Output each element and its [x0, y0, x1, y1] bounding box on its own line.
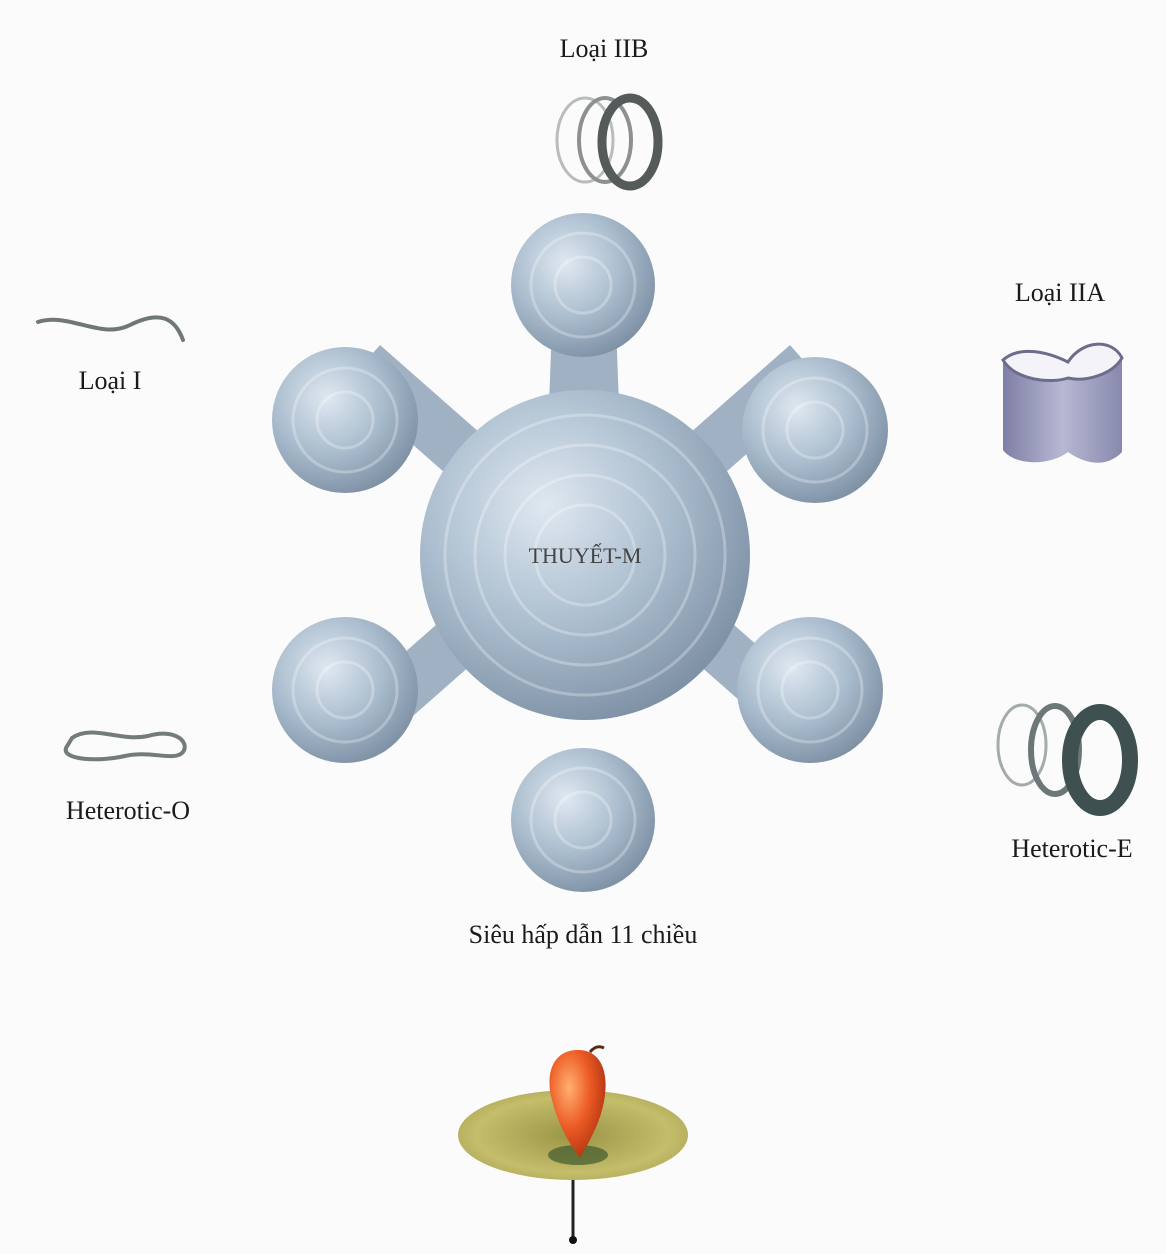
top-sphere — [511, 213, 655, 357]
label-type-i: Loại I — [79, 368, 142, 394]
label-heterotic-e: Heterotic-E — [1011, 836, 1132, 862]
heterotic-e-closed-strings — [998, 705, 1130, 808]
label-m-theory: THUYẾT-M — [529, 545, 642, 567]
type-iib-closed-strings — [557, 98, 658, 186]
label-heterotic-o: Heterotic-O — [66, 798, 190, 824]
heterotic-o-closed-string — [66, 733, 185, 760]
type-iia-membrane — [1003, 344, 1122, 463]
label-type-iib: Loại IIB — [560, 36, 649, 62]
label-type-iia: Loại IIA — [1015, 280, 1105, 306]
label-supergravity: Siêu hấp dẫn 11 chiều — [469, 922, 698, 948]
type-i-open-string — [38, 317, 183, 340]
bottom-sphere — [511, 748, 655, 892]
supergravity-apple-illustration — [458, 1047, 688, 1244]
